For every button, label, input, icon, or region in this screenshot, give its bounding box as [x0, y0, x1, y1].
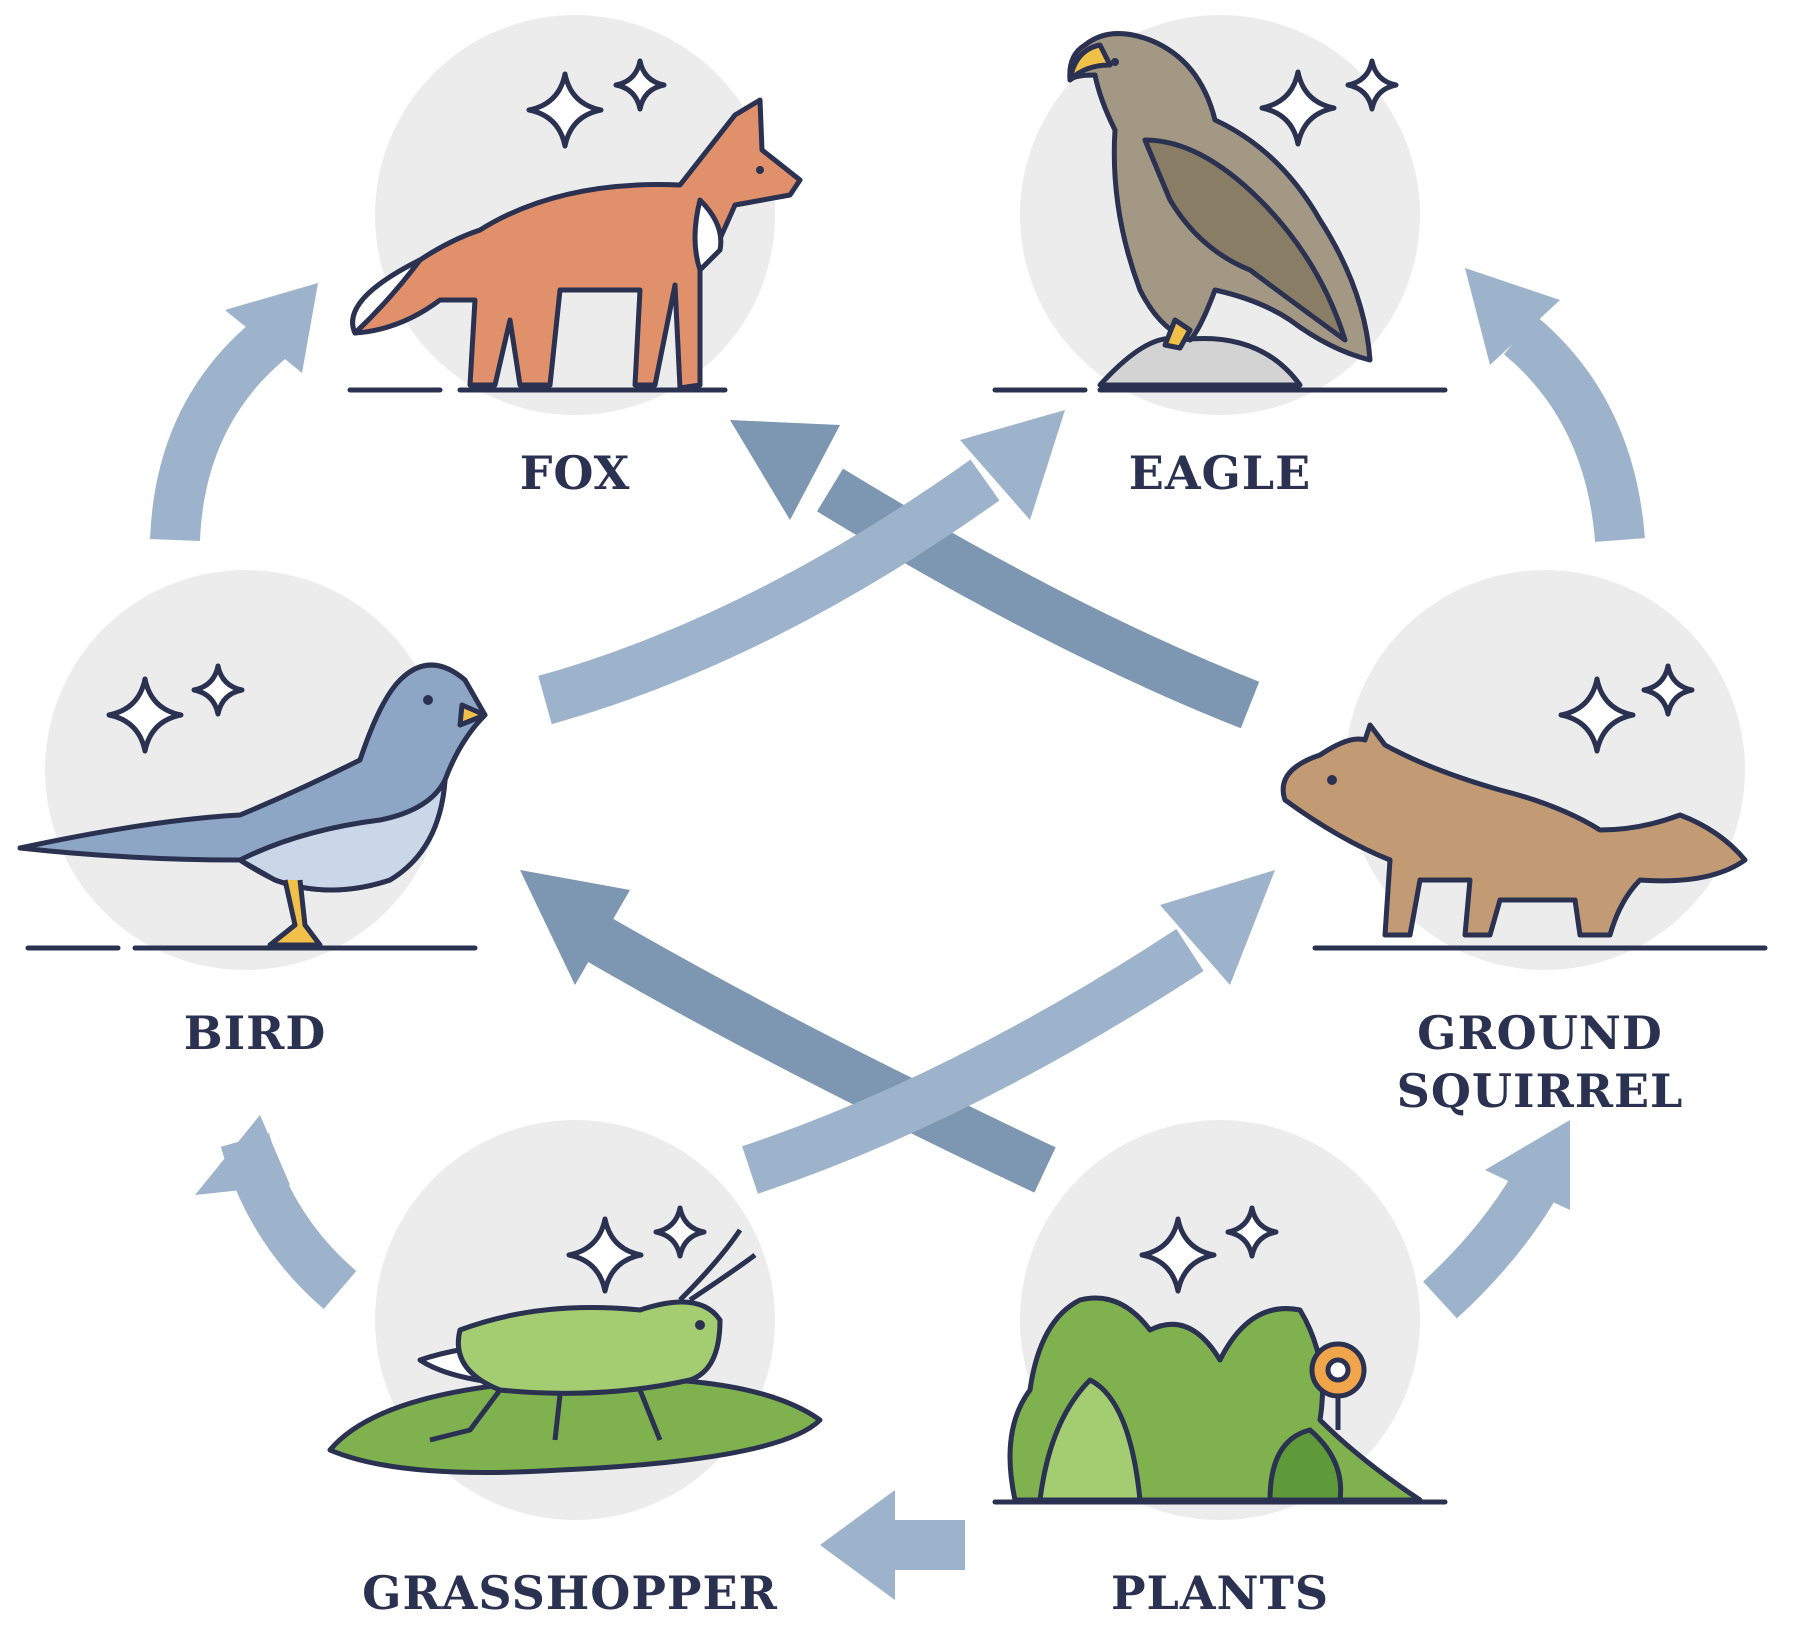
node-label-squirrel: GROUND SQUIRREL [1370, 1005, 1710, 1120]
bird-icon [17, 662, 488, 948]
fox-icon [350, 97, 803, 391]
node-label-squirrel-line2: SQUIRREL [1396, 1063, 1684, 1118]
node-label-squirrel-line1: GROUND [1417, 1006, 1663, 1060]
node-circles [45, 15, 1745, 1520]
arrow-grasshopper-to-bird [195, 1115, 357, 1309]
arrows [150, 268, 1645, 1600]
grasshopper-icon [327, 1228, 823, 1475]
node-label-fox: FOX [519, 446, 631, 500]
arrow-plants-to-squirrel [1423, 1120, 1570, 1319]
arrow-plants-to-bird [520, 870, 1056, 1193]
arrow-grasshopper-to-squirrel [742, 870, 1275, 1194]
node-label-eagle: EAGLE [1128, 446, 1312, 500]
plants-icon [1007, 1295, 1423, 1503]
squirrel-icon [1280, 722, 1748, 938]
arrow-bird-to-eagle [538, 410, 1065, 725]
eagle-icon [1067, 31, 1373, 388]
arrow-plants-to-grasshopper [820, 1490, 965, 1600]
arrow-squirrel-to-eagle [1465, 268, 1645, 543]
node-label-plants: PLANTS [1110, 1566, 1330, 1620]
node-label-grasshopper: GRASSHOPPER [362, 1566, 778, 1620]
node-label-bird: BIRD [183, 1006, 327, 1060]
arrow-bird-to-fox [150, 283, 318, 542]
